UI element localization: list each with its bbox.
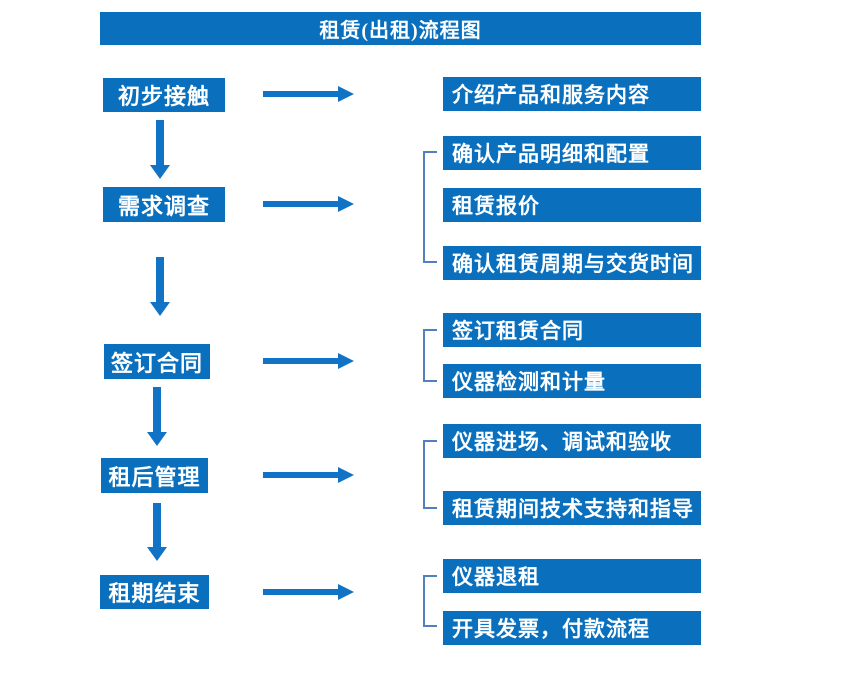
right-arrow-icon-4 (263, 467, 354, 483)
page-title: 租赁(出租)流程图 (319, 20, 482, 42)
down-arrow-icon-3 (147, 387, 167, 446)
right-arrow-icon-3 (263, 353, 354, 369)
down-arrow-icon-2 (150, 257, 170, 316)
detail-box-3-1: 签订租赁合同 (443, 313, 701, 347)
right-arrow-icon-2 (263, 196, 354, 212)
detail-box-4-1: 仪器进场、调试和验收 (443, 424, 701, 458)
detail-box-5-2: 开具发票，付款流程 (443, 611, 701, 645)
detail-box-2-3: 确认租赁周期与交货时间 (443, 246, 701, 280)
right-arrow-icon-1 (263, 86, 354, 102)
detail-box-5-1: 仪器退租 (443, 559, 701, 593)
bracket-group-5 (423, 575, 437, 627)
detail-box-1-1: 介绍产品和服务内容 (443, 77, 701, 111)
detail-box-4-2: 租赁期间技术支持和指导 (443, 491, 701, 525)
right-arrow-icon-5 (263, 584, 354, 600)
step-box-initial-contact: 初步接触 (103, 78, 225, 112)
step-box-rental-end: 租期结束 (100, 575, 209, 609)
title-bar: 租赁(出租)流程图 (100, 12, 701, 45)
down-arrow-icon-1 (150, 120, 170, 179)
detail-box-3-2: 仪器检测和计量 (443, 364, 701, 398)
step-box-demand-survey: 需求调查 (103, 187, 225, 222)
bracket-group-3 (423, 329, 437, 382)
detail-box-2-2: 租赁报价 (443, 188, 701, 222)
detail-box-2-1: 确认产品明细和配置 (443, 136, 701, 170)
step-box-post-rental-management: 租后管理 (101, 458, 208, 493)
down-arrow-icon-4 (147, 503, 167, 561)
bracket-group-2 (423, 151, 437, 263)
step-box-sign-contract: 签订合同 (104, 344, 210, 379)
bracket-group-4 (423, 440, 437, 509)
